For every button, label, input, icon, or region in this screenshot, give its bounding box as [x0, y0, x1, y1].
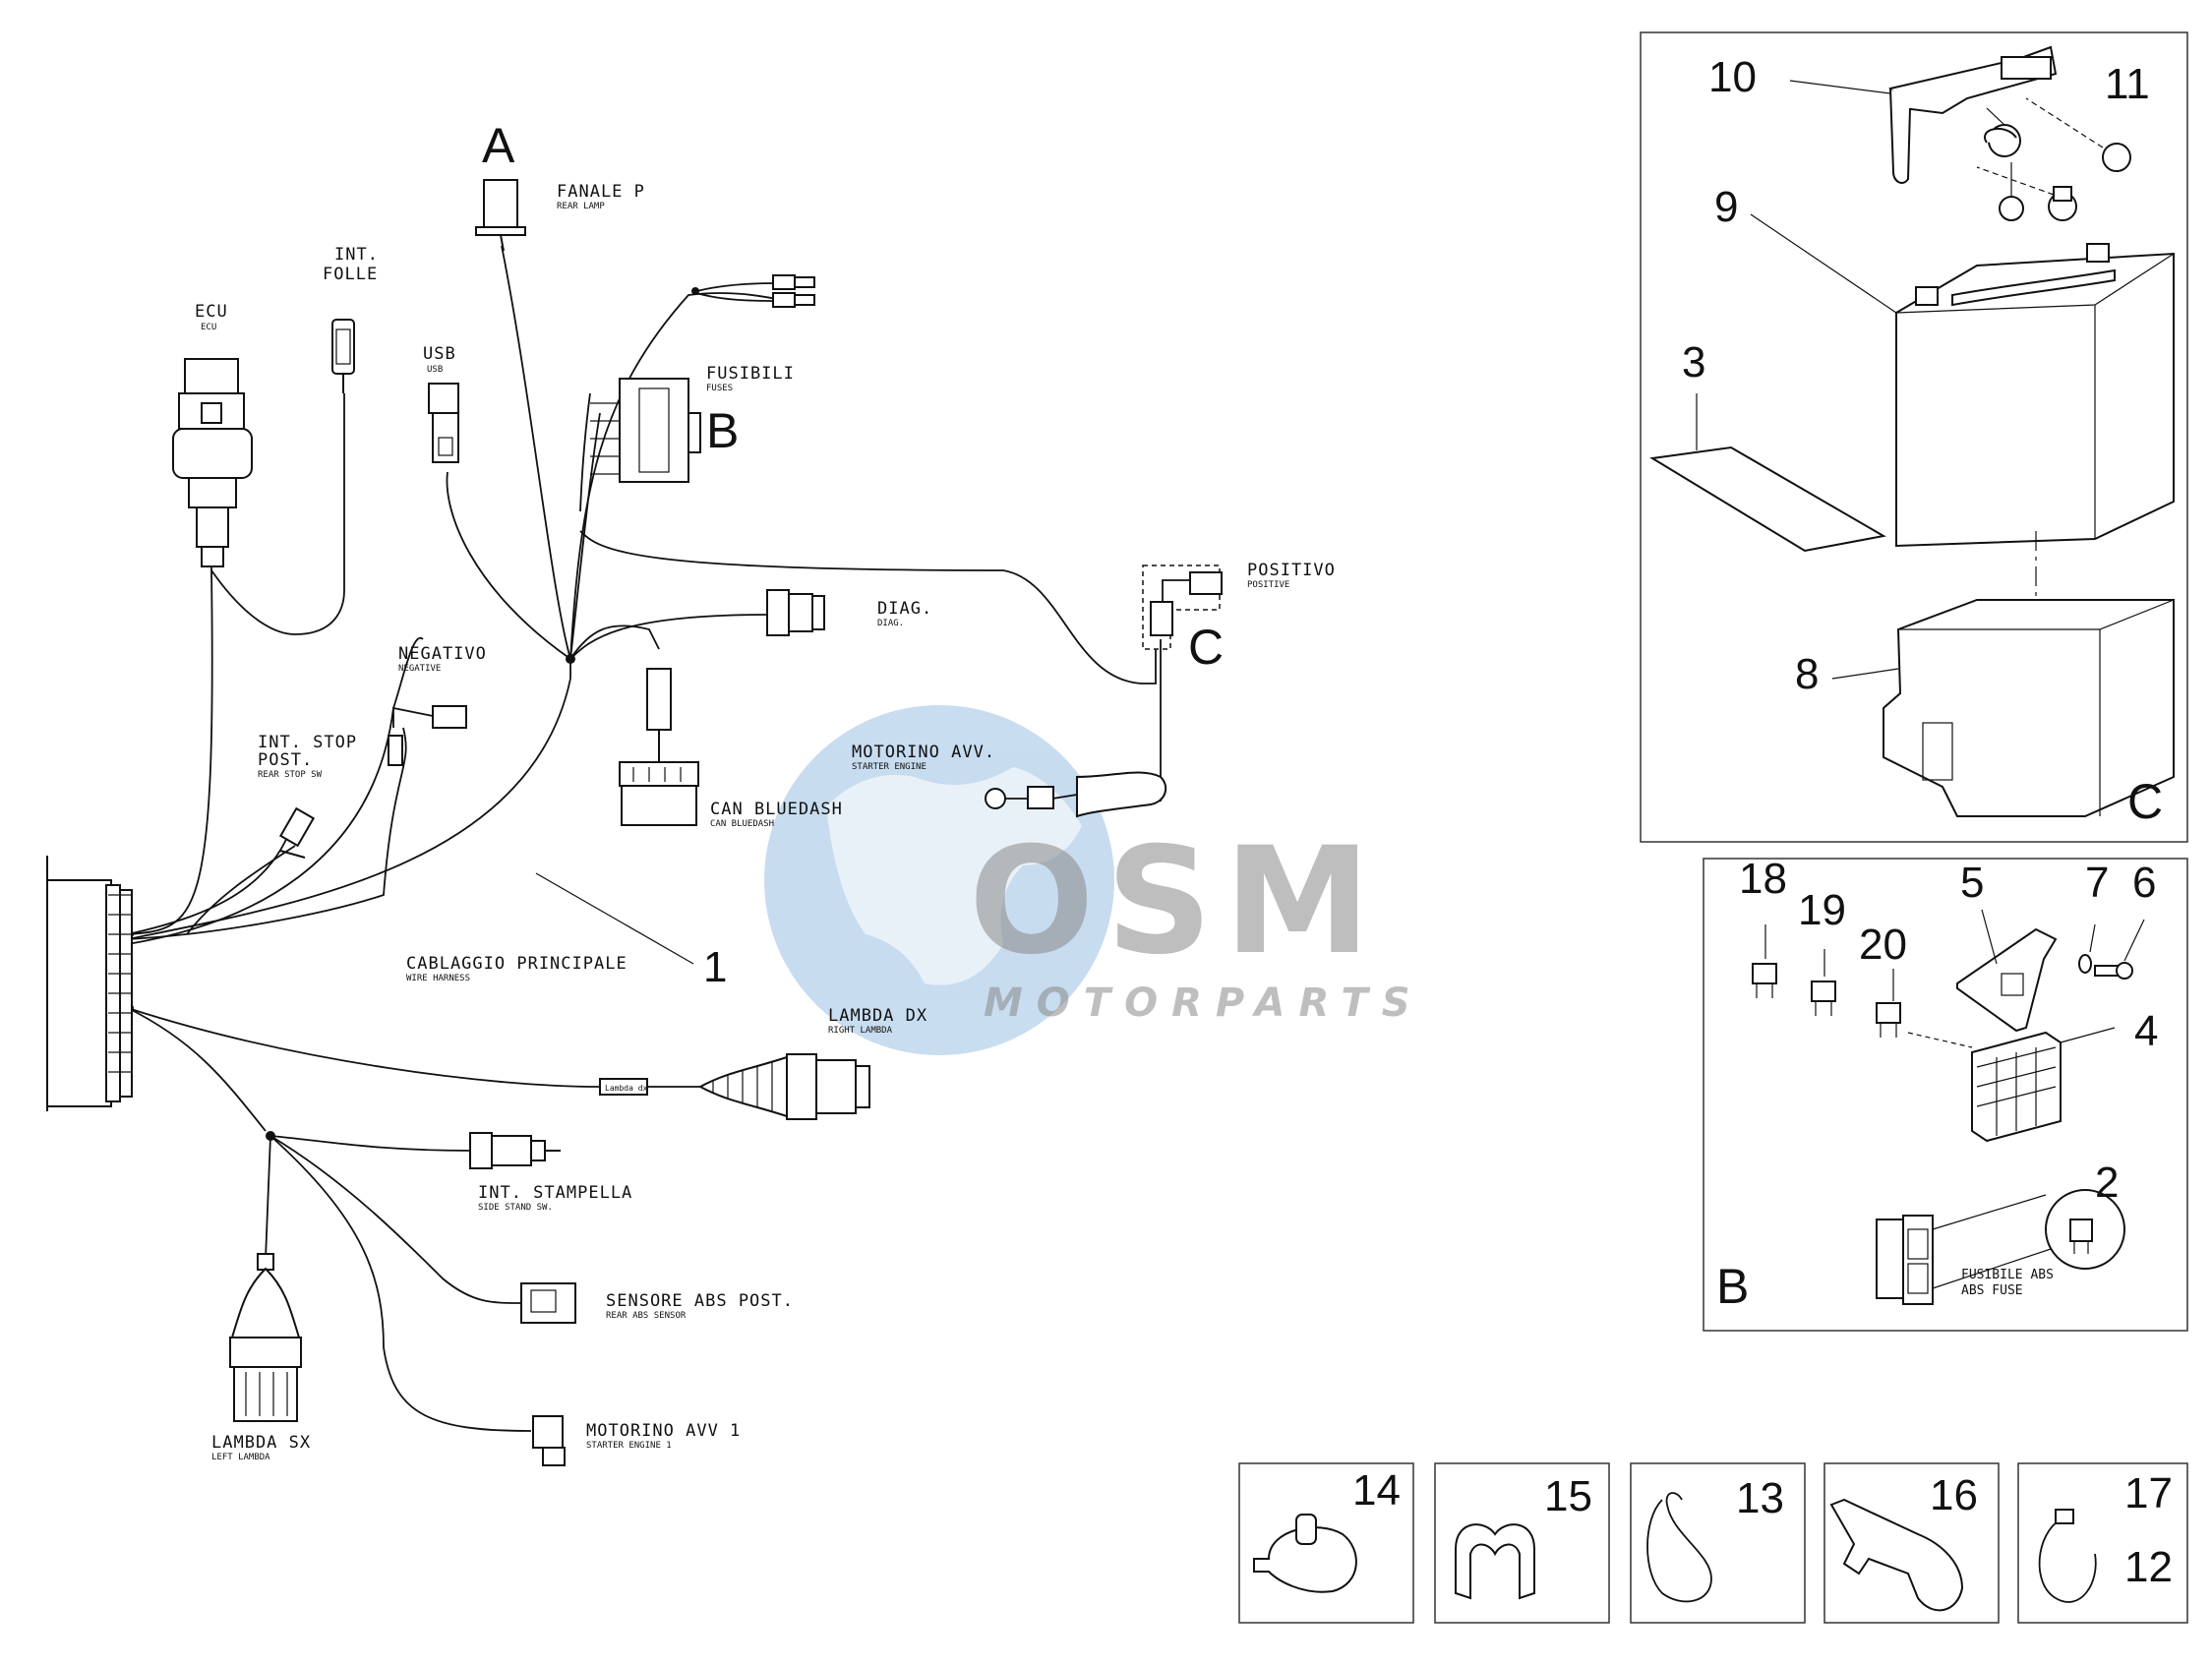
lambda-sx-sub: LEFT LAMBDA — [211, 1453, 270, 1462]
part-16-box — [1823, 1462, 2000, 1624]
number-14: 14 — [1352, 1466, 1401, 1515]
right-lambda-connector: Lambda dx — [599, 1053, 870, 1120]
number-11: 11 — [2105, 60, 2150, 108]
int-stampella-sub: SIDE STAND SW. — [478, 1203, 553, 1213]
main-splice — [566, 654, 575, 664]
main-harness-connector — [46, 856, 133, 1111]
motorino-avv1-sub: STARTER ENGINE 1 — [586, 1441, 672, 1451]
diag-sub: DIAG. — [877, 619, 904, 628]
negativo-sub: NEGATIVE — [398, 664, 441, 674]
negativo-label: NEGATIVO — [398, 644, 487, 664]
lambda-dx-label: LAMBDA DX — [828, 1006, 927, 1026]
usb-label: USB — [423, 344, 456, 364]
leader-1 — [535, 872, 694, 965]
int-folle-label-2: FOLLE — [323, 265, 378, 284]
number-3: 3 — [1682, 338, 1705, 387]
rear-stop-switch — [278, 806, 316, 859]
ecu-sub: ECU — [201, 323, 216, 332]
number-10: 10 — [1708, 53, 1757, 101]
motorino-avv-sub: STARTER ENGINE — [852, 762, 927, 772]
left-lambda-connector — [229, 1253, 302, 1422]
can-bluedash-label: CAN BLUEDASH — [710, 800, 843, 819]
motorino-avv-label: MOTORINO AVV. — [852, 743, 995, 762]
number-7: 7 — [2085, 859, 2109, 907]
rear-abs-sensor-connector — [520, 1282, 576, 1324]
part-15-box — [1434, 1462, 1610, 1624]
positivo-sub: POSITIVE — [1247, 580, 1289, 590]
letter-c: C — [1188, 620, 1224, 675]
watermark-logo: OSM MOTORPARTS — [969, 816, 1424, 1026]
starter-engine-terminal — [985, 771, 1167, 818]
neutral-switch-connector — [331, 319, 355, 393]
can-bluedash-connector — [619, 668, 699, 826]
int-stop-sub: REAR STOP SW — [258, 770, 323, 780]
number-6: 6 — [2132, 859, 2156, 907]
fuse-box-connector — [579, 378, 701, 512]
fusibili-sub: FUSES — [706, 384, 733, 393]
lambda-sx-label: LAMBDA SX — [211, 1433, 311, 1453]
motorino-avv1-label: MOTORINO AVV 1 — [586, 1421, 741, 1441]
number-19: 19 — [1798, 886, 1846, 934]
int-folle-label-1: INT. — [334, 245, 379, 265]
battery-detail-box — [1640, 31, 2188, 843]
negative-terminal — [388, 705, 467, 766]
letter-b: B — [706, 403, 739, 458]
number-13: 13 — [1736, 1474, 1784, 1522]
number-2: 2 — [2095, 1159, 2119, 1207]
fusibile-abs-label: FUSIBILE ABS — [1961, 1268, 2054, 1282]
part-14-box — [1238, 1462, 1414, 1624]
harness-wires — [127, 245, 1162, 1432]
fusibile-abs-sub: ABS FUSE — [1961, 1283, 2023, 1298]
letter-c-box: C — [2127, 774, 2163, 829]
usb-sub: USB — [427, 365, 443, 375]
number-17: 17 — [2124, 1469, 2173, 1517]
watermark-logo-text: OSM — [969, 816, 1383, 987]
can-bluedash-sub: CAN BLUEDASH — [710, 819, 774, 829]
diag-label: DIAG. — [877, 599, 932, 619]
diag-connector — [766, 589, 825, 636]
number-8: 8 — [1795, 650, 1819, 698]
starter-engine-1-connector — [532, 1415, 566, 1466]
positivo-label: POSITIVO — [1247, 561, 1336, 580]
cablaggio-label: CABLAGGIO PRINCIPALE — [406, 954, 628, 974]
number-1: 1 — [703, 943, 727, 991]
positive-terminal — [1142, 565, 1223, 650]
lambda-tag: Lambda dx — [605, 1084, 648, 1093]
lower-splice — [266, 1131, 275, 1141]
number-5: 5 — [1960, 859, 1984, 907]
number-18: 18 — [1739, 855, 1787, 903]
side-stand-switch — [469, 1132, 561, 1169]
number-20: 20 — [1859, 921, 1907, 969]
int-stop-label-1: INT. STOP — [258, 733, 357, 752]
lambda-dx-sub: RIGHT LAMBDA — [828, 1026, 893, 1036]
fusibili-label: FUSIBILI — [706, 364, 795, 384]
letter-b-box: B — [1716, 1259, 1749, 1314]
part-13-box — [1630, 1462, 1806, 1624]
cablaggio-sub: WIRE HARNESS — [406, 974, 470, 983]
letter-a: A — [482, 118, 515, 173]
number-4: 4 — [2134, 1007, 2158, 1055]
rear-lamp-connector — [475, 179, 526, 252]
part-17-12-box — [2017, 1462, 2188, 1624]
sensore-abs-sub: REAR ABS SENSOR — [606, 1311, 687, 1321]
number-16: 16 — [1930, 1471, 1978, 1519]
fanale-p-label: FANALE P — [557, 182, 645, 202]
number-9: 9 — [1714, 183, 1738, 231]
spade-terminals — [692, 274, 815, 308]
ecu-label: ECU — [195, 302, 228, 322]
usb-connector — [428, 383, 459, 463]
fuse-detail-box — [1703, 858, 2188, 1332]
number-12: 12 — [2124, 1543, 2173, 1591]
ecu-connector — [172, 358, 253, 567]
sensore-abs-label: SENSORE ABS POST. — [606, 1291, 794, 1311]
watermark-motorparts-text: MOTORPARTS — [984, 981, 1424, 1026]
int-stop-label-2: POST. — [258, 750, 313, 770]
fanale-p-sub: REAR LAMP — [557, 202, 605, 211]
number-15: 15 — [1544, 1472, 1592, 1520]
int-stampella-label: INT. STAMPELLA — [478, 1183, 632, 1203]
